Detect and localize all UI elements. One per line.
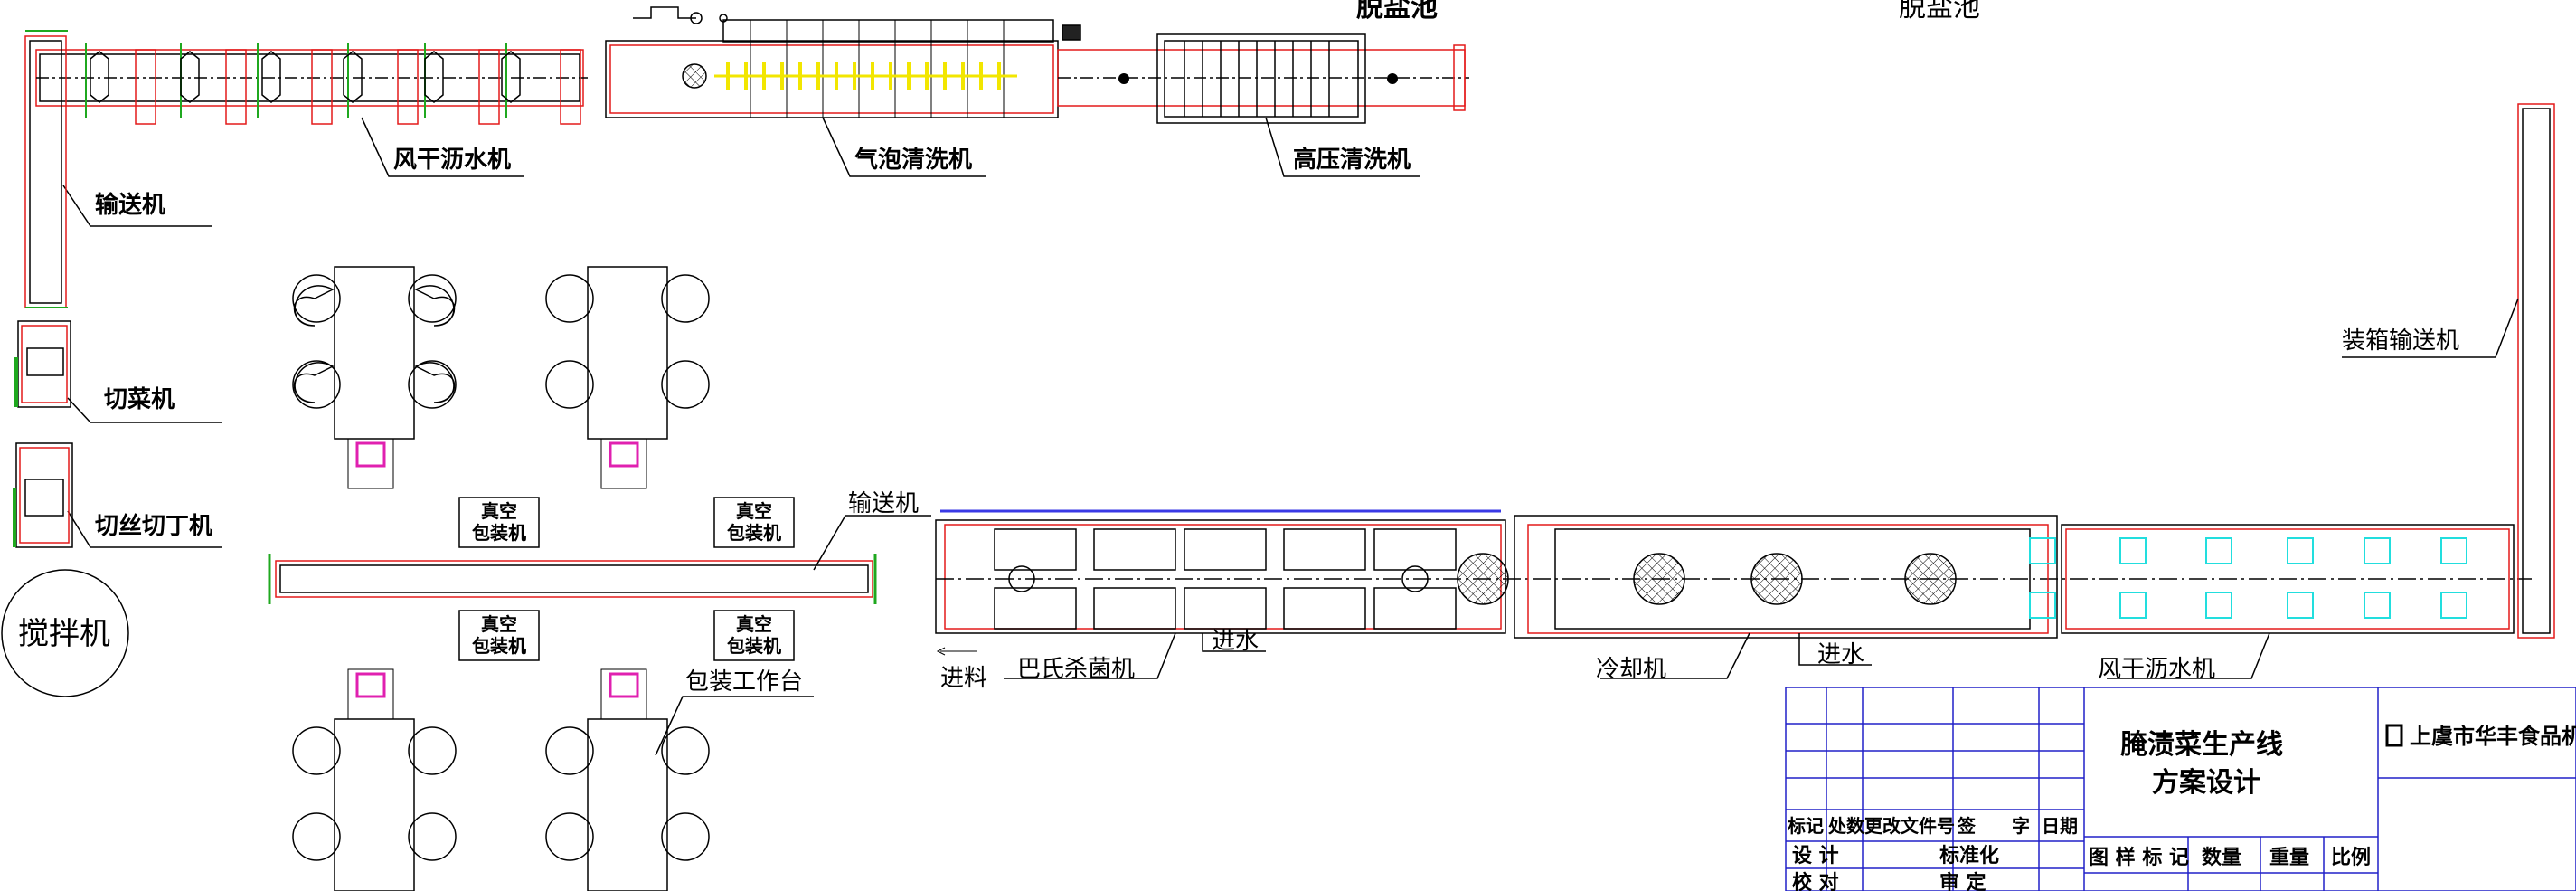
vacuum-packer-label-1-line2: 包装机 (472, 522, 526, 544)
scale-header: 比例 (2331, 847, 2371, 869)
water-in-label-2: 进水 (1817, 641, 1864, 668)
packing-conveyor-label: 输送机 (848, 490, 919, 517)
vacuum-packer-label-3-line2: 包装机 (472, 635, 526, 657)
bubble-washer-label: 气泡清洗机 (854, 146, 972, 174)
air-dry-drainer-top (35, 43, 588, 125)
rev-header-date: 日期 (2042, 815, 2078, 837)
vacuum-packer-label-4-line1: 真空 (736, 613, 772, 635)
vertical-conveyor (24, 30, 68, 308)
packing-table-group-1 (292, 266, 457, 440)
vacuum-packer-label-1-line1: 真空 (481, 500, 517, 522)
high-pressure-washer-label: 高压清洗机 (1293, 146, 1411, 174)
desalt-pool-label-1: 脱盐池 (1356, 0, 1438, 24)
mixer (1, 569, 129, 697)
boxing-conveyor-label: 装箱输送机 (2342, 327, 2459, 355)
company-name: 上虞市华丰食品机 (2410, 724, 2576, 749)
vacuum-packer-label-2: 真空包装机 (727, 500, 781, 544)
vegetable-cutter (14, 320, 71, 408)
pasteurizer-label: 巴氏杀菌机 (1017, 656, 1135, 683)
upper-air-dry-drainer-label: 风干沥水机 (393, 147, 511, 174)
bubble-washer (605, 6, 1081, 118)
high-pressure-washer (1057, 33, 1469, 124)
air-dry-drainer-bottom (2029, 524, 2515, 634)
shred-dice-cutter (13, 442, 73, 548)
quantity-header: 数量 (2202, 846, 2241, 869)
vacuum-packer-label-2-line2: 包装机 (727, 522, 781, 544)
vacuum-packer-label-3: 真空包装机 (472, 613, 526, 657)
project-title: 腌渍菜生产线 (2120, 729, 2283, 761)
packing-table-label: 包装工作台 (685, 668, 803, 696)
packing-conveyor (268, 554, 877, 604)
vegetable-cutter-label: 切菜机 (104, 386, 175, 413)
boxing-conveyor (2517, 103, 2555, 639)
weight-header: 重量 (2269, 847, 2309, 869)
mixer-label: 搅拌机 (18, 616, 110, 652)
vacuum-packer-label-4-line2: 包装机 (727, 635, 781, 657)
revision-header-row: 标记 处数 更改文件号 签 字 日期 (1788, 815, 2078, 837)
project-subtitle: 方案设计 (2152, 767, 2260, 799)
packing-table-group-4 (545, 718, 710, 891)
vacuum-packer-label-2-line1: 真空 (736, 500, 772, 522)
lower-air-dry-drainer-label: 风干沥水机 (2098, 656, 2215, 683)
row-check: 校 对 (1792, 871, 1839, 891)
shred-dice-cutter-label: 切丝切丁机 (95, 513, 212, 540)
row-review: 审 定 (1939, 871, 1986, 891)
rev-header-char: 字 (2012, 815, 2030, 837)
upper-conveyor-label: 输送机 (95, 191, 165, 219)
stage-mark: 图 样 标 记 (2089, 846, 2189, 869)
vacuum-packer-label-4: 真空包装机 (727, 613, 781, 657)
row-standard: 标准化 (1939, 844, 1999, 867)
rev-header-doc: 更改文件号 (1864, 815, 1955, 837)
vacuum-packer-label-3-line1: 真空 (481, 613, 517, 635)
packing-table-group-2 (545, 266, 710, 440)
pasteurizer (935, 509, 2532, 634)
water-in-label-1: 进水 (1212, 628, 1259, 655)
feed-label: 进料 (940, 665, 987, 692)
desalt-pool-label-2: 脱盐池 (1899, 0, 1980, 24)
rev-header-sign: 签 (1957, 815, 1977, 837)
title-block (1785, 687, 2576, 891)
row-design: 设 计 (1792, 845, 1839, 867)
rev-header-count: 处数 (1827, 815, 1865, 837)
weighing-terminal-icon (347, 438, 647, 720)
packing-table-group-3 (292, 718, 457, 891)
vacuum-packer-label-1: 真空包装机 (472, 500, 526, 544)
cooler (1514, 515, 2058, 639)
cooler-label: 冷却机 (1596, 656, 1666, 683)
rev-header-mark: 标记 (1788, 815, 1824, 837)
